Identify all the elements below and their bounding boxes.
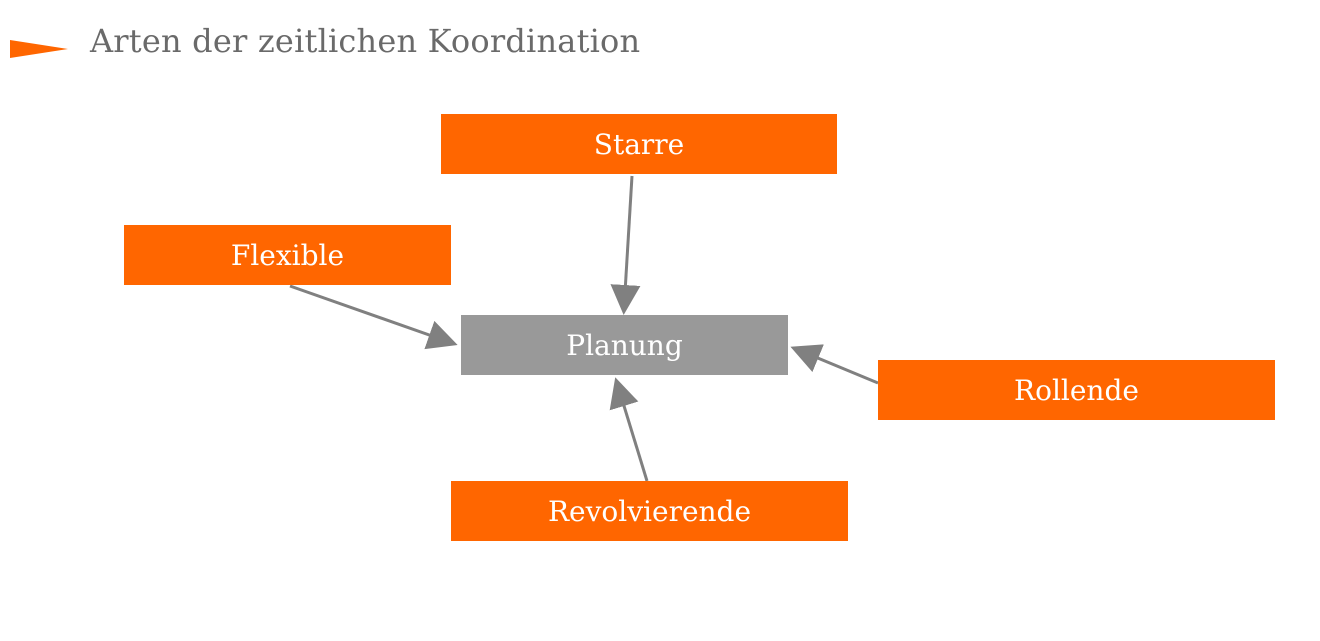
node-flexible-label: Flexible (230, 238, 345, 272)
node-rollende: Rollende (878, 360, 1275, 420)
title-arrow-marker-icon (10, 40, 68, 58)
node-planung-center: Planung (461, 315, 788, 375)
node-rollende-label: Rollende (1014, 373, 1139, 407)
node-starre: Starre (441, 114, 837, 174)
node-revolvierende-label: Revolvierende (547, 494, 752, 528)
page-title: Arten der zeitlichen Koordination (90, 22, 641, 60)
arrow-flexible-to-planung (289, 284, 458, 350)
arrow-starre-to-planung (610, 175, 641, 315)
node-flexible: Flexible (124, 225, 451, 285)
arrow-rollende-to-planung (790, 344, 879, 385)
arrow-revolvierende-to-planung (609, 377, 649, 482)
node-starre-label: Starre (593, 127, 685, 161)
node-revolvierende: Revolvierende (451, 481, 848, 541)
node-planung-label: Planung (566, 328, 683, 362)
